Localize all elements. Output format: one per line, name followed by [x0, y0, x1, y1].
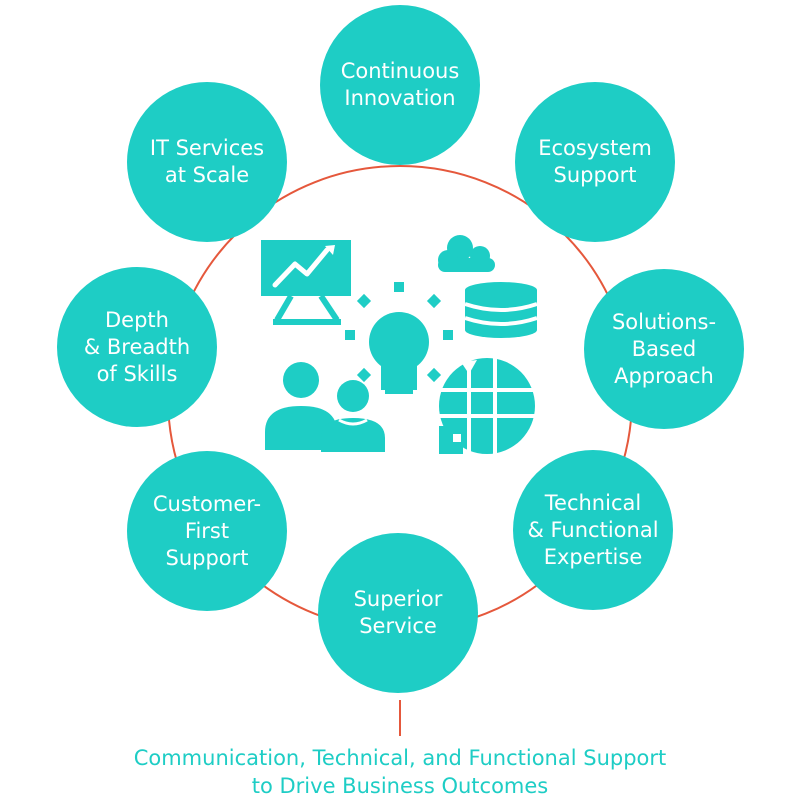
lightbulb-icon	[345, 282, 453, 398]
database-icon	[464, 282, 538, 338]
node-label: Continuous Innovation	[340, 59, 460, 110]
node-depth-breadth-skills: Depth & Breadth of Skills	[57, 267, 217, 427]
node-continuous-innovation: Continuous Innovation	[320, 5, 480, 165]
center-icon-cluster	[261, 235, 538, 454]
node-technical-functional-expertise: Technical & Functional Expertise	[513, 450, 673, 610]
node-solutions-based-approach: Solutions- Based Approach	[584, 269, 744, 429]
node-it-services-at-scale: IT Services at Scale	[127, 82, 287, 242]
node-label: Depth & Breadth of Skills	[83, 307, 191, 386]
node-customer-first-support: Customer- First Support	[127, 451, 287, 611]
node-label: Superior Service	[353, 587, 443, 638]
node-superior-service: Superior Service	[318, 533, 478, 693]
node-label: Technical & Functional Expertise	[527, 490, 659, 569]
node-label: Ecosystem Support	[538, 136, 652, 187]
caption-line-1: Communication, Technical, and Functional…	[133, 746, 667, 770]
node-label: IT Services at Scale	[149, 136, 265, 187]
globe-icon	[439, 358, 535, 454]
people-icon	[265, 362, 385, 452]
node-ecosystem-support: Ecosystem Support	[515, 82, 675, 242]
diagram-caption: Communication, Technical, and Functional…	[0, 744, 800, 800]
presentation-chart-icon	[261, 240, 351, 325]
node-label: Solutions- Based Approach	[611, 309, 717, 388]
cloud-icon	[438, 235, 495, 272]
node-label: Customer- First Support	[152, 491, 262, 570]
caption-line-2: to Drive Business Outcomes	[251, 774, 549, 798]
